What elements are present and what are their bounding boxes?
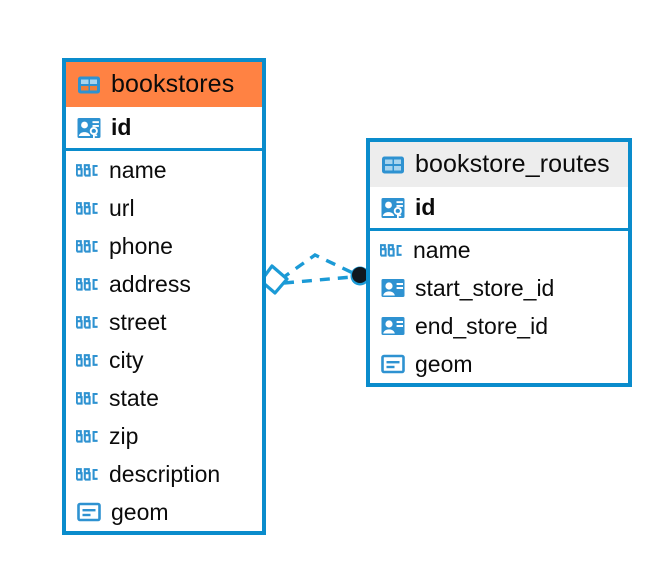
text-type-icon	[76, 202, 98, 215]
field-label: id	[415, 194, 436, 220]
text-type-icon	[76, 164, 98, 177]
entity-header-bookstore-routes[interactable]: bookstore_routes	[370, 142, 628, 187]
field-row-zip[interactable]: zip	[66, 417, 262, 455]
field-label: geom	[111, 498, 169, 525]
text-type-icon	[76, 240, 98, 253]
entity-name-label: bookstores	[111, 70, 235, 98]
entity-fields-bookstores: id name url phone	[66, 107, 262, 531]
field-row-end-store-id[interactable]: end_store_id	[370, 307, 628, 345]
table-icon	[382, 156, 404, 173]
field-row-id[interactable]: id	[370, 187, 628, 231]
text-type-icon	[76, 316, 98, 329]
field-label: name	[413, 236, 471, 263]
field-label: state	[109, 384, 159, 411]
entity-bookstores[interactable]: bookstores id name	[62, 58, 266, 535]
field-row-address[interactable]: address	[66, 265, 262, 303]
relationship-line-end-store-id	[280, 253, 354, 281]
text-type-icon	[76, 468, 98, 481]
foreign-key-icon	[381, 279, 405, 297]
text-type-icon	[76, 278, 98, 291]
field-row-city[interactable]: city	[66, 341, 262, 379]
field-row-phone[interactable]: phone	[66, 227, 262, 265]
field-label: city	[109, 346, 144, 373]
text-type-icon	[380, 244, 402, 257]
text-type-icon	[76, 430, 98, 443]
table-icon	[78, 76, 100, 93]
field-row-description[interactable]: description	[66, 455, 262, 493]
field-label: url	[109, 194, 135, 221]
field-row-id[interactable]: id	[66, 107, 262, 151]
field-row-geom[interactable]: geom	[66, 493, 262, 531]
text-type-icon	[76, 354, 98, 367]
field-row-state[interactable]: state	[66, 379, 262, 417]
primary-key-icon	[77, 117, 101, 138]
field-row-name[interactable]: name	[370, 231, 628, 269]
geometry-type-icon	[77, 502, 101, 522]
entity-header-bookstores[interactable]: bookstores	[66, 62, 262, 107]
field-row-url[interactable]: url	[66, 189, 262, 227]
field-row-street[interactable]: street	[66, 303, 262, 341]
field-label: end_store_id	[415, 312, 548, 339]
entity-fields-bookstore-routes: id name start_store_id	[370, 187, 628, 383]
geometry-type-icon	[381, 354, 405, 374]
field-label: start_store_id	[415, 274, 555, 301]
field-row-name[interactable]: name	[66, 151, 262, 189]
primary-key-icon	[381, 197, 405, 218]
field-row-start-store-id[interactable]: start_store_id	[370, 269, 628, 307]
foreign-key-icon	[381, 317, 405, 335]
field-label: geom	[415, 350, 473, 377]
field-label: phone	[109, 232, 173, 259]
relationship-line-start-store-id	[283, 275, 353, 285]
entity-bookstore-routes[interactable]: bookstore_routes id name	[366, 138, 632, 387]
field-label: zip	[109, 422, 139, 449]
field-label: name	[109, 156, 167, 183]
entity-name-label: bookstore_routes	[415, 150, 610, 178]
field-row-geom[interactable]: geom	[370, 345, 628, 383]
field-label: description	[109, 460, 221, 487]
field-label: address	[109, 270, 191, 297]
text-type-icon	[76, 392, 98, 405]
field-label: street	[109, 308, 167, 335]
field-label: id	[111, 114, 132, 140]
